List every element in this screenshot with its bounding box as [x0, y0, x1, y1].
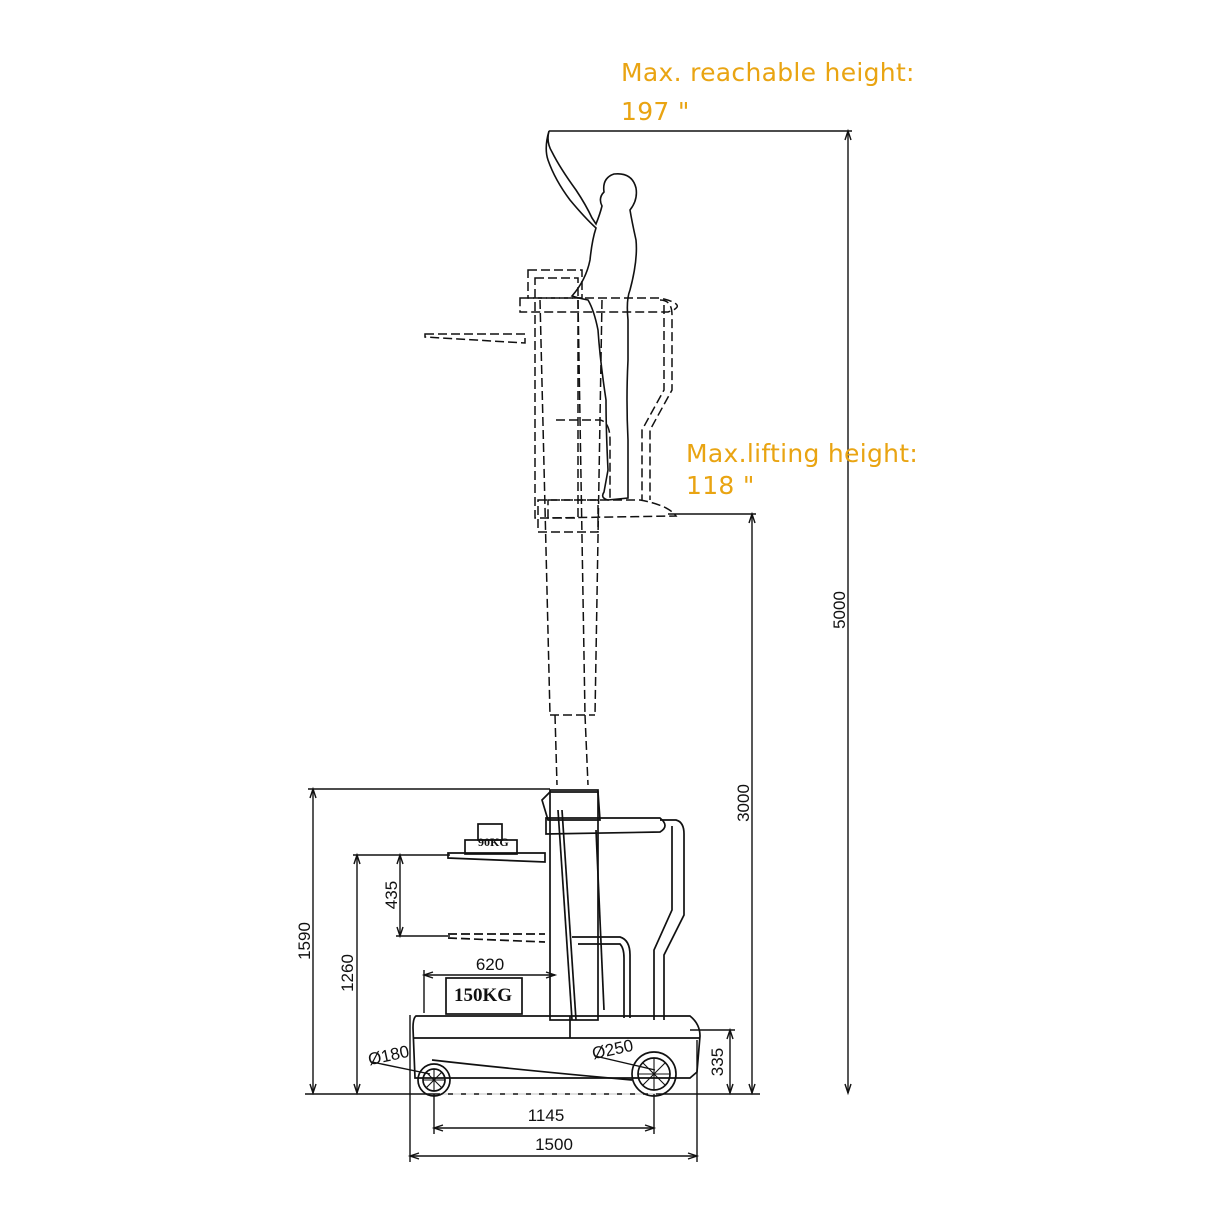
dim-overall-height: 1590	[295, 922, 314, 960]
max-lift-label: Max.lifting height:	[686, 439, 919, 468]
tray-capacity-label: 90KG	[478, 835, 509, 849]
raised-platform-outline	[424, 269, 678, 786]
max-reach-value: 197 "	[621, 97, 690, 126]
dim-step-height: 335	[708, 1047, 727, 1077]
dimension-lines	[305, 128, 852, 1162]
operator-silhouette	[545, 130, 638, 501]
dim-wheelbase: 1145	[527, 1106, 565, 1125]
platform-capacity-label: 150KG	[454, 985, 513, 1006]
dim-overall-length: 1500	[535, 1135, 573, 1154]
dim-tray-height: 1260	[338, 954, 357, 992]
max-lift-value: 118 "	[686, 471, 755, 500]
max-reach-label: Max. reachable height:	[621, 58, 915, 87]
dim-tray-adjust: 435	[382, 880, 401, 910]
dim-total-reach: 5000	[830, 591, 849, 629]
dim-deck-length: 620	[475, 955, 505, 974]
dim-platform-height: 3000	[734, 784, 753, 822]
lift-base-outline	[412, 789, 701, 1097]
